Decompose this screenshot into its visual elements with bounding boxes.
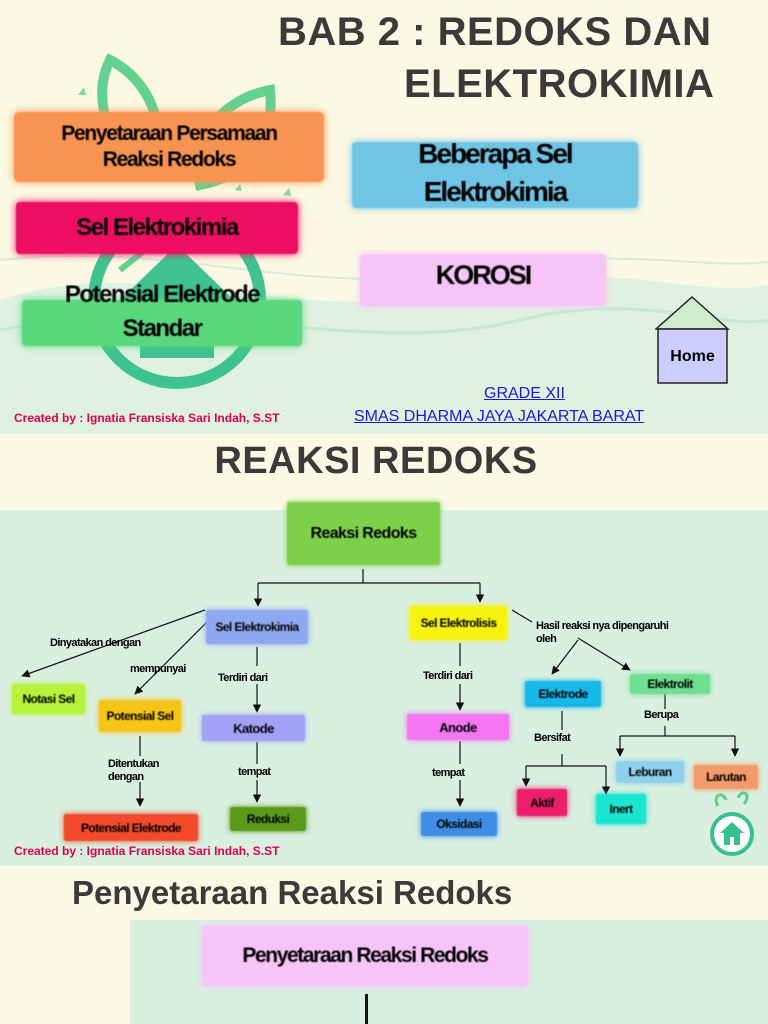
- menu-potensial-label-2: Standar: [122, 315, 203, 342]
- menu-sel-elektrokimia-button[interactable]: Sel Elektrokimia: [16, 202, 298, 254]
- node-aktif: Aktif: [517, 789, 567, 816]
- grade-link[interactable]: GRADE XII: [484, 385, 565, 402]
- label-tempat-1: tempat: [238, 766, 271, 778]
- slide-3-title: Penyetaraan Reaksi Redoks: [72, 874, 513, 911]
- node-sel-elektrolisis: Sel Elektrolisis: [410, 606, 507, 640]
- label-ditentukan-2: dengan: [108, 771, 144, 783]
- node-katode: Katode: [202, 715, 305, 741]
- node-reduksi: Reduksi: [230, 807, 306, 831]
- label-tempat-2: tempat: [432, 767, 465, 779]
- menu-beberapa-label-2: Elektrokimia: [423, 176, 569, 207]
- menu-penyetaraan-label-1: Penyetaraan Persamaan: [61, 122, 278, 145]
- label-berupa: Berupa: [644, 709, 679, 721]
- node-larutan: Larutan: [694, 765, 758, 789]
- house-icon: [655, 296, 730, 384]
- menu-beberapa-label-1: Beberapa Sel: [418, 138, 573, 169]
- node-inert: Inert: [596, 794, 646, 824]
- node-elektrolit: Elektrolit: [630, 674, 710, 694]
- title-line-2: ELEKTROKIMIA: [404, 62, 715, 106]
- connector-line: [365, 994, 368, 1024]
- label-terdiri-1: Terdiri dari: [218, 672, 268, 684]
- node-notasi-sel: Notasi Sel: [12, 684, 85, 714]
- node-elektrode: Elektrode: [525, 681, 601, 707]
- label-ditentukan-1: Ditentukan: [108, 758, 159, 770]
- label-hasil: Hasil reaksi nya dipengaruhi oleh: [536, 620, 669, 646]
- label-bersifat: Bersifat: [534, 732, 571, 744]
- home-label: Home: [670, 348, 715, 365]
- menu-potensial-label-1: Potensial Elektrode: [64, 281, 261, 308]
- home-button[interactable]: Home: [655, 296, 730, 386]
- home-icon-button[interactable]: [708, 786, 756, 858]
- penyetaraan-box: Penyetaraan Reaksi Redoks: [202, 926, 528, 986]
- credit-text-2: Created by : Ignatia Fransiska Sari Inda…: [14, 844, 280, 858]
- slide-3: Penyetaraan Reaksi Redoks Penyetaraan Re…: [0, 866, 768, 1024]
- menu-beberapa-sel-button[interactable]: Beberapa Sel Elektrokimia: [352, 138, 638, 208]
- node-oksidasi: Oksidasi: [421, 812, 497, 836]
- slide-2: REAKSI REDOKS: [0, 434, 768, 866]
- menu-penyetaraan-button[interactable]: Penyetaraan Persamaan Reaksi Redoks: [14, 112, 324, 182]
- menu-korosi-button[interactable]: KOROSI: [360, 254, 606, 306]
- node-reaksi-redoks: Reaksi Redoks: [287, 502, 440, 565]
- school-link[interactable]: SMAS DHARMA JAYA JAKARTA BARAT: [354, 408, 645, 425]
- title-line-1: BAB 2 : REDOKS DAN: [278, 10, 712, 54]
- slide-1: BAB 2 : REDOKS DAN ELEKTROKIMIA Penyetar…: [0, 0, 768, 434]
- node-potensial-sel: Potensial Sel: [99, 700, 181, 732]
- node-leburan: Leburan: [616, 761, 684, 783]
- label-ditentukan: Ditentukan dengan: [108, 758, 159, 784]
- label-hasil-1: Hasil reaksi nya dipengaruhi: [536, 620, 669, 632]
- node-anode: Anode: [407, 714, 509, 740]
- menu-penyetaraan-label-2: Reaksi Redoks: [102, 148, 237, 171]
- node-potensial-elektrode: Potensial Elektrode: [64, 814, 198, 841]
- label-terdiri-2: Terdiri dari: [423, 670, 473, 682]
- slide-2-title: REAKSI REDOKS: [214, 440, 538, 482]
- label-dinyatakan: Dinyatakan dengan: [50, 637, 141, 649]
- node-sel-elektrokimia: Sel Elektrokimia: [206, 610, 308, 644]
- concept-map-connectors: [21, 569, 740, 807]
- label-hasil-2: oleh: [536, 633, 557, 645]
- menu-potensial-button[interactable]: Potensial Elektrode Standar: [22, 281, 302, 346]
- label-mempunyai: mempunyai: [130, 663, 186, 675]
- home-icon: [710, 791, 754, 856]
- credit-text-1: Created by : Ignatia Fransiska Sari Inda…: [14, 411, 280, 425]
